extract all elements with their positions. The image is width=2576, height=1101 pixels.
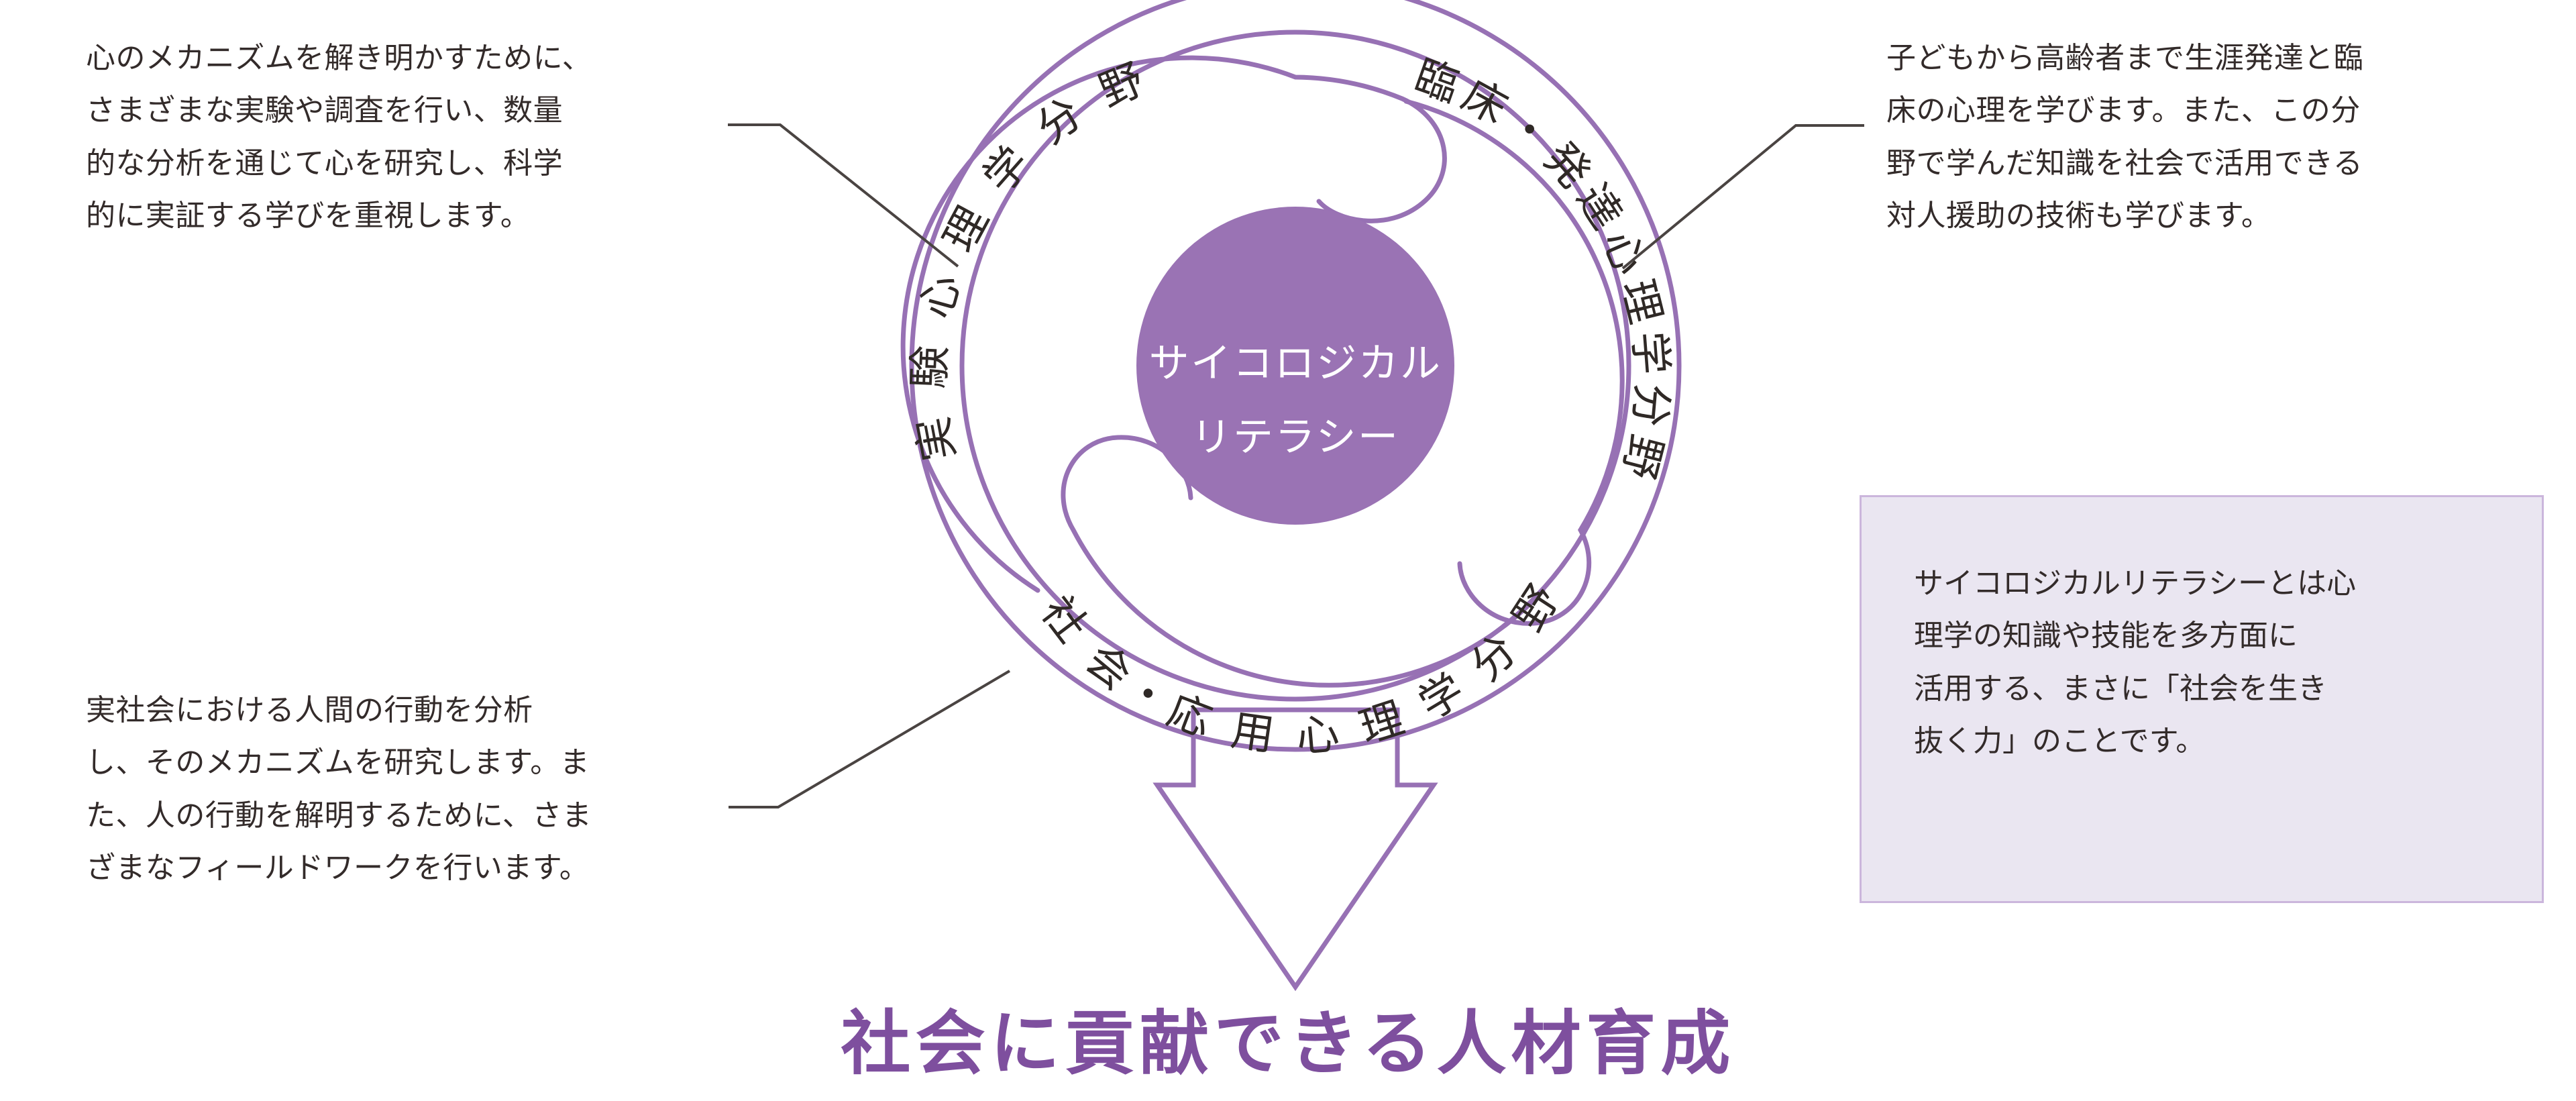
- note-social-applied-psychology: 実社会における人間の行動を分析 し、そのメカニズムを研究します。ま た、人の行動…: [86, 694, 592, 884]
- core-circle: [1136, 207, 1454, 525]
- downward-arrow: [1152, 707, 1438, 992]
- inner-ring-circle: [959, 30, 1631, 702]
- field-label-experimental: 実 験 心 理 学 分 野: [905, 52, 1157, 464]
- core-label-line1: サイコロジカル: [1149, 341, 1442, 386]
- definition-callout-box: サイコロジカルリテラシーとは心 理学の知識や技能を多方面に 活用する、まさに「社…: [1860, 495, 2544, 903]
- core-label-line2: リテラシー: [1191, 415, 1400, 460]
- note-experimental-psychology: 心のメカニズムを解き明かすために、 さまざまな実験や調査を行い、数量 的な分析を…: [86, 42, 592, 232]
- field-label-social-text: 社 会・応 用 心 理 学 分 野: [1032, 571, 1565, 761]
- segment-arc-social: [1061, 435, 1546, 688]
- leader-line-social: [729, 670, 1011, 808]
- bottom-heading: 社会に貢献できる人材育成: [841, 1005, 1735, 1083]
- segment-arc-clinical: [1403, 99, 1625, 626]
- field-label-social: 社 会・応 用 心 理 学 分 野: [1032, 571, 1572, 761]
- segment-arc-experimental: [900, 55, 1447, 593]
- leader-line-clinical: [1621, 124, 1864, 270]
- field-label-clinical: 臨床・発達心理学分野: [1409, 51, 1677, 490]
- outer-circle: [909, 0, 1682, 752]
- definition-text: サイコロジカルリテラシーとは心 理学の知識や技能を多方面に 活用する、まさに「社…: [1914, 567, 2357, 757]
- note-clinical-developmental-psychology: 子どもから高齢者まで生涯発達と臨 床の心理を学びます。また、この分 野で学んだ知…: [1886, 42, 2364, 232]
- field-label-experimental-text: 実 験 心 理 学 分 野: [905, 52, 1150, 464]
- field-label-clinical-text: 臨床・発達心理学分野: [1409, 51, 1670, 490]
- leader-line-experimental: [728, 123, 959, 268]
